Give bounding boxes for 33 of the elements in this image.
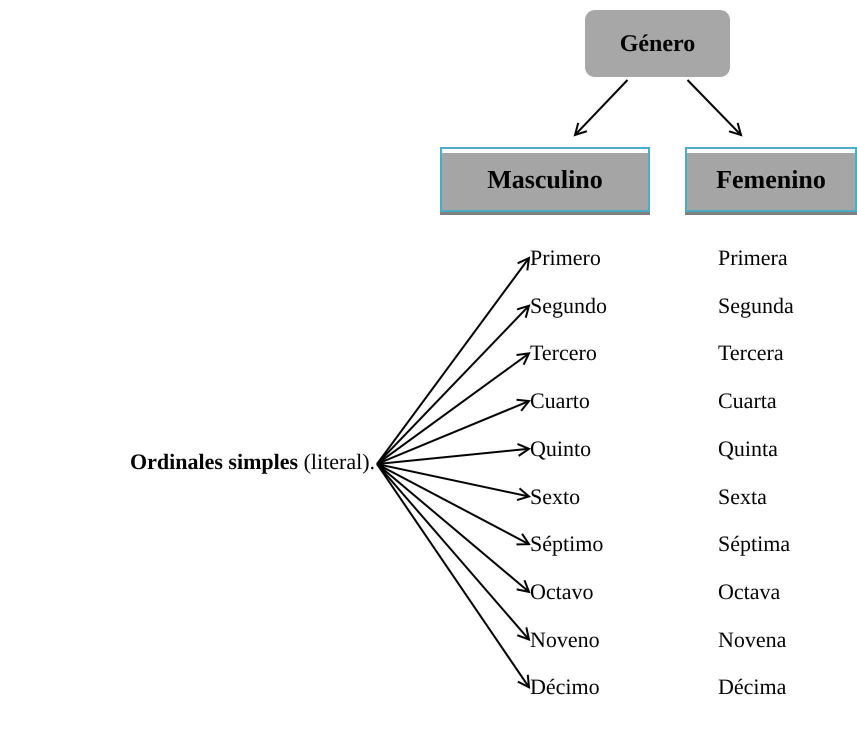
arrow (574, 79, 628, 136)
node-text: Décimo (530, 673, 650, 702)
arrow (376, 398, 530, 465)
node-text: Tercero (530, 339, 650, 368)
word-text: Segunda (718, 292, 794, 320)
arrow (376, 257, 530, 465)
word-text: Sexta (718, 482, 767, 510)
arrow (376, 304, 530, 465)
node-text: Quinto (530, 434, 650, 463)
arrow (376, 463, 530, 688)
word-text: Quinta (718, 434, 778, 463)
word-text: Cuarta (718, 387, 777, 416)
category-box: Género (585, 10, 730, 77)
arrow (376, 352, 530, 465)
category-box: Masculino (440, 147, 650, 212)
node-text: Cuarto (530, 387, 650, 416)
node-text: Ordinales simples (literal). (130, 448, 376, 476)
node-text: Segundo (530, 292, 650, 320)
word-text: Tercera (718, 339, 784, 368)
node-text: Primero (530, 244, 650, 272)
node-text: Octavo (530, 578, 650, 606)
node-text: Séptimo (530, 530, 650, 558)
arrow (376, 463, 530, 593)
category-box: Femenino (685, 147, 857, 212)
node-text: Noveno (530, 626, 650, 654)
word-text: Séptima (718, 530, 790, 558)
word-text: Novena (718, 626, 786, 654)
node-text: Sexto (530, 482, 650, 510)
arrow (376, 463, 530, 641)
arrow (686, 79, 742, 136)
word-text: Octava (718, 578, 780, 606)
word-text: Décima (718, 673, 786, 702)
word-text: Primera (718, 244, 788, 272)
